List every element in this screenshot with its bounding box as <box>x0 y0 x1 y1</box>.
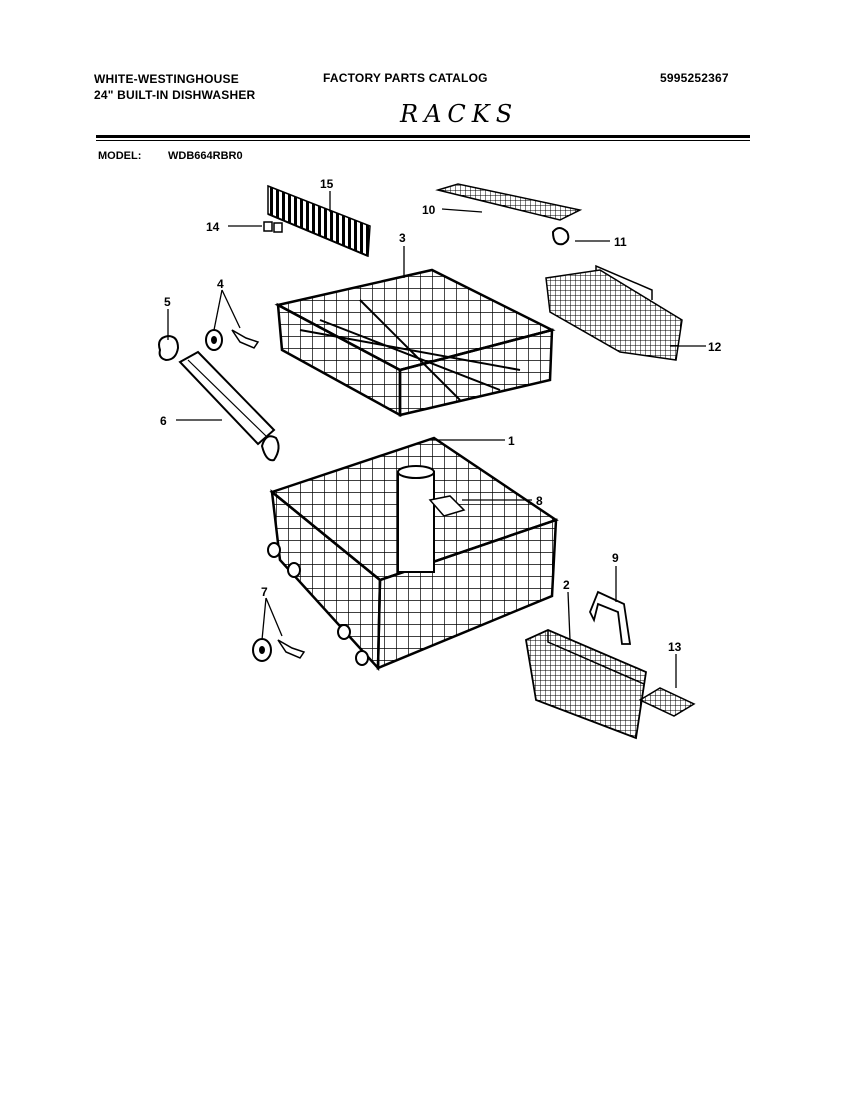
product-description: 24" BUILT-IN DISHWASHER <box>94 88 256 102</box>
part-4-rack-roller <box>205 329 260 351</box>
callout-8: 8 <box>536 494 543 508</box>
part-15-tine-row <box>267 184 371 258</box>
brand-block: WHITE-WESTINGHOUSE 24" BUILT-IN DISHWASH… <box>94 71 255 103</box>
part-8-tine-insert <box>428 495 466 517</box>
callout-2: 2 <box>563 578 570 592</box>
part-1-lower-rack <box>269 436 559 672</box>
callout-9: 9 <box>612 551 619 565</box>
callout-14: 14 <box>206 220 220 234</box>
callout-11: 11 <box>614 235 627 249</box>
callout-15: 15 <box>320 177 334 191</box>
part-3-upper-rack <box>274 268 556 418</box>
callout-5: 5 <box>164 295 171 309</box>
part-12-small-items-basket <box>545 264 683 361</box>
part-9-basket-handle <box>589 590 632 645</box>
part-2-silverware-basket <box>524 629 647 740</box>
header-rule-thin <box>96 140 750 141</box>
part-13-basket-lid <box>638 687 696 717</box>
callout-6: 6 <box>160 414 167 428</box>
part-10-cup-shelf <box>435 183 583 221</box>
callout-13: 13 <box>668 640 682 654</box>
model-number: WDB664RBR0 <box>168 150 243 162</box>
callout-1: 1 <box>508 434 515 448</box>
callout-4: 4 <box>217 277 224 291</box>
part-5-rack-stop <box>158 334 180 362</box>
part-11-shelf-clip <box>551 227 570 246</box>
part-6-rack-rail <box>178 350 280 462</box>
model-line: MODEL: WDB664RBR0 <box>98 150 243 162</box>
section-handwritten-label: RACKS <box>400 100 519 128</box>
catalog-title: FACTORY PARTS CATALOG <box>323 71 488 85</box>
part-1-lower-rack-wheels <box>267 542 369 666</box>
header-rule-thick <box>96 135 750 138</box>
leader-lines <box>167 191 706 688</box>
part-14-clip <box>263 221 283 233</box>
callout-7: 7 <box>261 585 268 599</box>
model-label: MODEL: <box>98 150 142 162</box>
catalog-part-number: 5995252367 <box>660 71 729 85</box>
callout-12: 12 <box>708 340 722 354</box>
part-7-lower-rack-roller <box>252 638 306 662</box>
callout-10: 10 <box>422 203 436 217</box>
brand-name: WHITE-WESTINGHOUSE <box>94 72 239 86</box>
callout-3: 3 <box>399 231 406 245</box>
